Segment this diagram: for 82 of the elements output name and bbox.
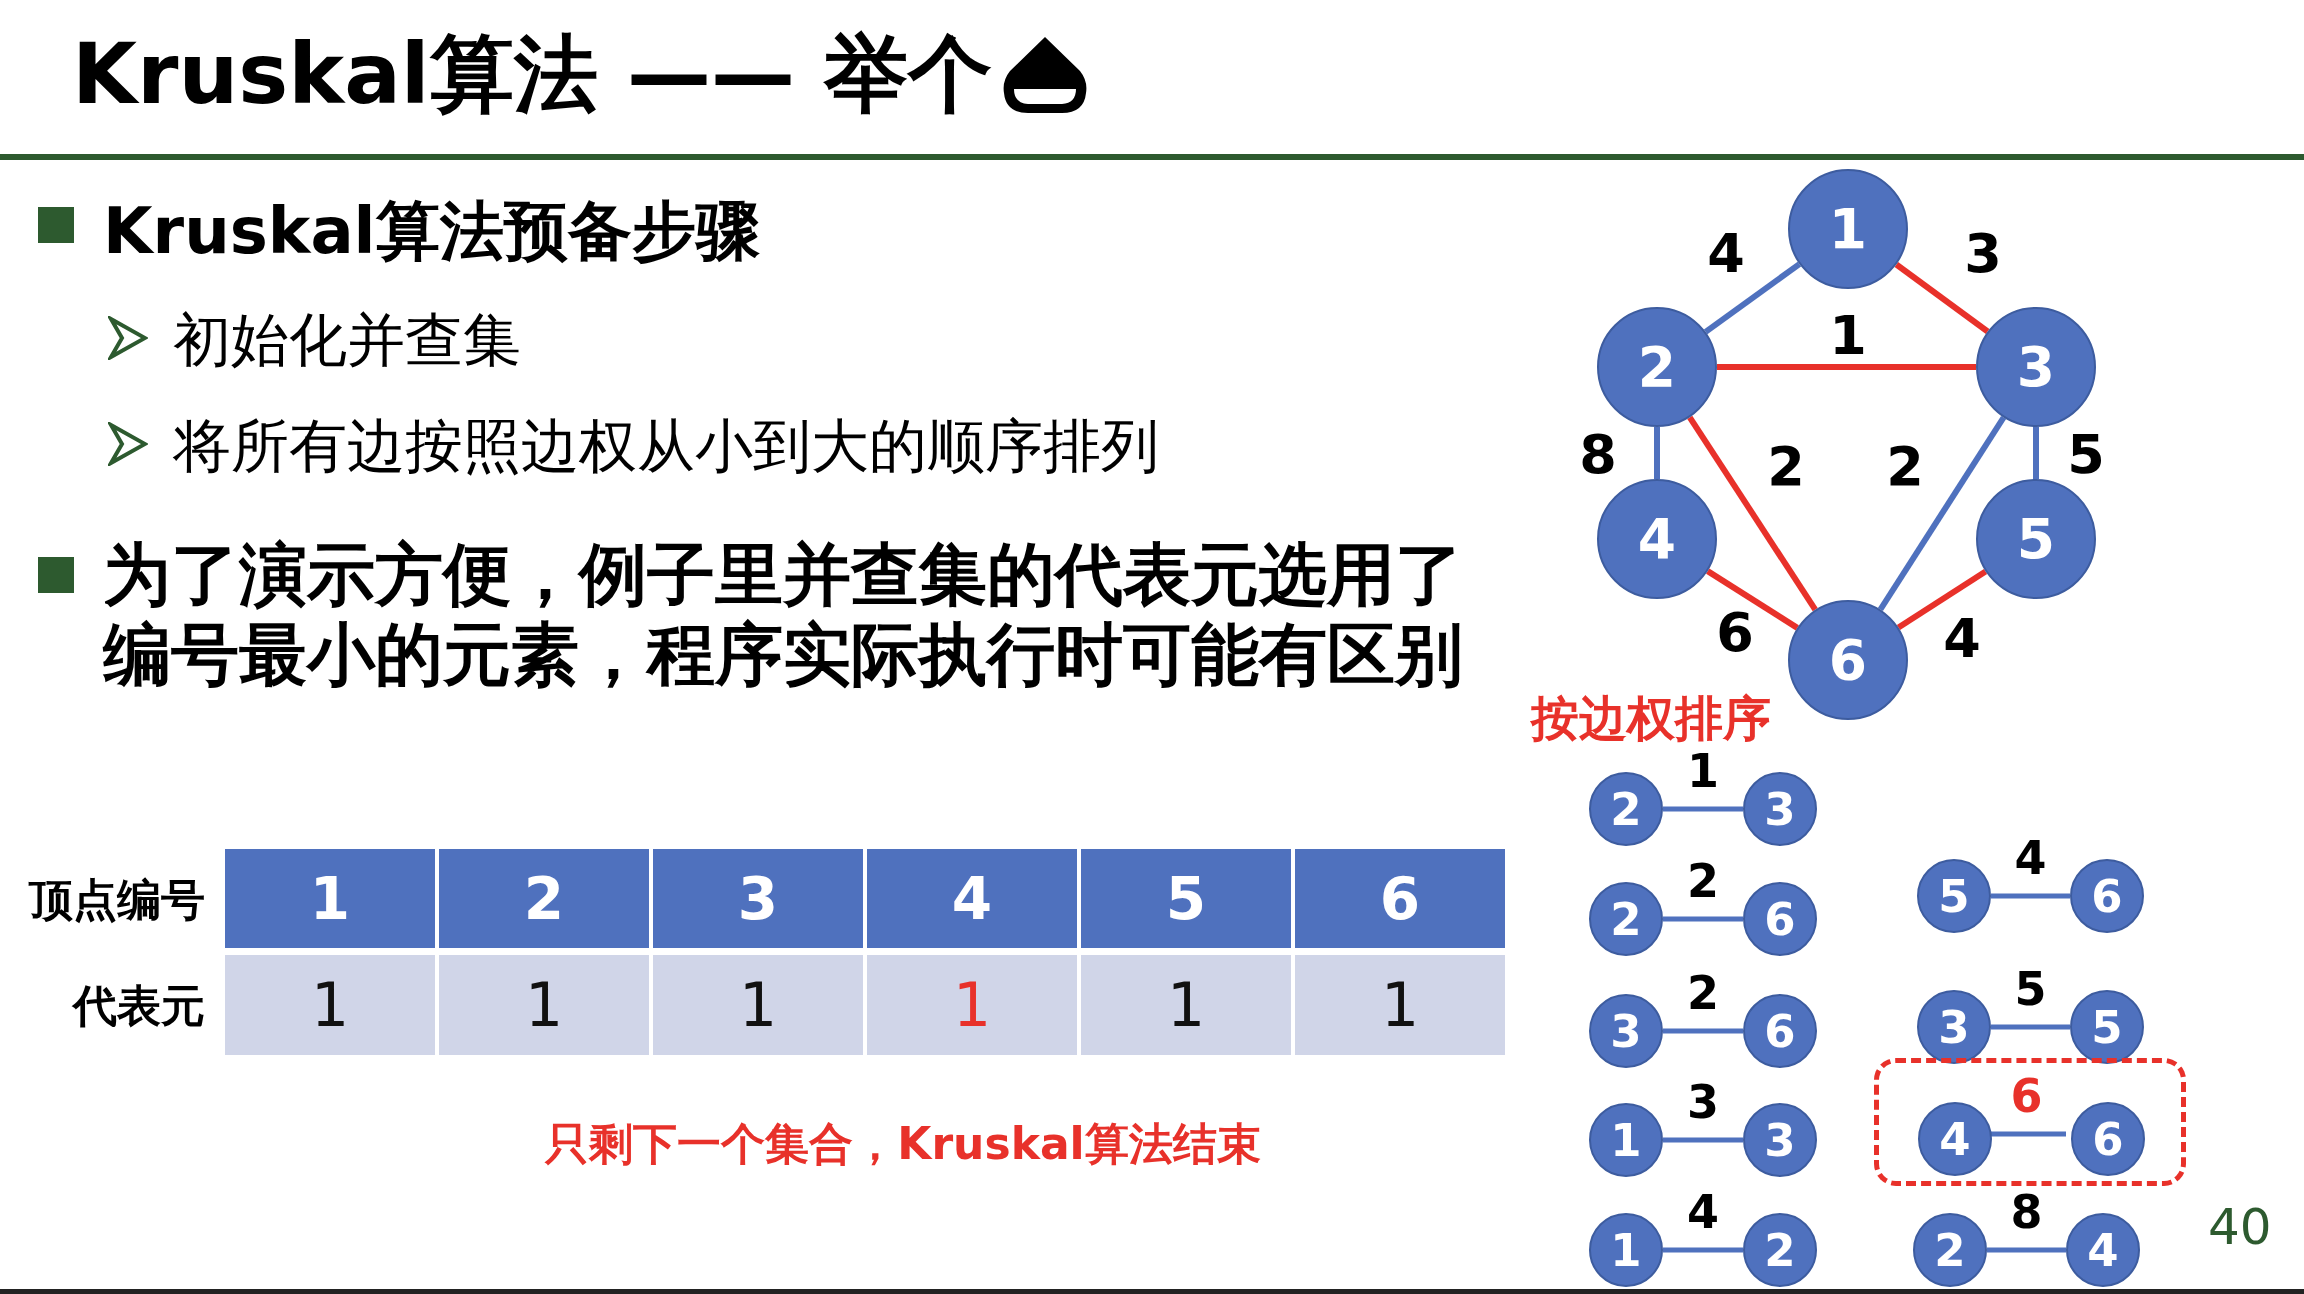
edge-line	[1663, 1137, 1743, 1143]
table-cell: 1	[1295, 955, 1505, 1055]
graph-vertex: 2	[1743, 1213, 1817, 1287]
edge-label: 3	[1964, 227, 2002, 281]
table-cell: 1	[867, 955, 1077, 1055]
highlight-box	[1874, 1058, 2186, 1186]
edge-label: 4	[1707, 227, 1745, 281]
graph-vertex: 5	[2070, 990, 2144, 1064]
edge-label: 1	[1687, 748, 1719, 794]
edge-label: 5	[2067, 428, 2105, 482]
row-label: 代表元	[73, 979, 205, 1033]
bullet-text: 初始化并查集	[173, 305, 521, 376]
graph-vertex: 3	[1743, 772, 1817, 846]
bullet-text: 将所有边按照边权从小到大的顺序排列	[173, 411, 1159, 482]
edge-line	[1654, 427, 1660, 479]
edge-label: 2	[1687, 970, 1719, 1016]
note-paragraph: 为了演示方便，例子里并查集的代表元选用了编号最小的元素，程序实际执行时可能有区别	[103, 535, 1464, 695]
graph-vertex: 3	[1976, 307, 2096, 427]
edge-label: 6	[2010, 1073, 2043, 1119]
graph-vertex: 6	[2070, 859, 2144, 933]
edge-label: 2	[1767, 440, 1805, 494]
edge-line	[1894, 262, 1990, 334]
slide-title: Kruskal算法 —— 举个	[72, 24, 993, 125]
edge-line	[1663, 1028, 1743, 1034]
page-number: 40	[2208, 1198, 2272, 1256]
table-header-cell: 5	[1081, 849, 1291, 948]
edge-line	[1877, 415, 2007, 612]
edge-label: 5	[2014, 966, 2047, 1012]
table-header-cell: 1	[225, 849, 435, 948]
graph-vertex: 2	[1589, 882, 1663, 956]
graph-vertex: 6	[2071, 1102, 2145, 1176]
table-header-cell: 6	[1295, 849, 1505, 948]
edge-line	[2033, 427, 2039, 479]
table-header-cell: 2	[439, 849, 649, 948]
edge-line	[1991, 1024, 2070, 1030]
edge-line	[1706, 568, 1799, 631]
edge-label: 6	[1716, 606, 1754, 660]
edge-line	[1896, 568, 1988, 631]
edge-label: 8	[1579, 428, 1617, 482]
edge-line	[1663, 916, 1743, 922]
graph-vertex: 1	[1589, 1213, 1663, 1287]
edge-label: 4	[2014, 835, 2047, 881]
table-cell: 1	[225, 955, 435, 1055]
edge-line	[1717, 364, 1976, 370]
graph-vertex: 5	[1976, 479, 2096, 599]
graph-vertex: 3	[1917, 990, 1991, 1064]
note-text: 按边权排序	[1531, 689, 1771, 748]
edge-label: 8	[2010, 1189, 2043, 1235]
table-cell: 1	[653, 955, 863, 1055]
note-text: 只剩下一个集合，Kruskal算法结束	[545, 1117, 1261, 1171]
graph-vertex: 6	[1743, 882, 1817, 956]
edge-label: 2	[1687, 858, 1719, 904]
edge-label: 2	[1886, 440, 1924, 494]
row-label: 顶点编号	[29, 872, 205, 927]
edge-label: 4	[1943, 612, 1981, 666]
graph-vertex: 4	[1597, 479, 1717, 599]
table-header-cell: 4	[867, 849, 1077, 948]
graph-vertex: 2	[1597, 307, 1717, 427]
graph-vertex: 1	[1589, 1103, 1663, 1177]
graph-vertex: 2	[1913, 1213, 1987, 1287]
edge-line	[1687, 415, 1818, 612]
edge-label: 1	[1829, 309, 1867, 363]
table-cell: 1	[439, 955, 649, 1055]
edge-label: 3	[1687, 1079, 1719, 1125]
graph-vertex: 4	[2066, 1213, 2140, 1287]
edge-line	[1703, 261, 1802, 335]
graph-vertex: 2	[1589, 772, 1663, 846]
graph-vertex: 1	[1788, 169, 1908, 289]
edge-label: 4	[1687, 1189, 1719, 1235]
graph-vertex: 3	[1743, 1103, 1817, 1177]
edge-line	[1663, 1247, 1743, 1253]
graph-vertex: 6	[1743, 994, 1817, 1068]
graph-vertex: 4	[1918, 1102, 1992, 1176]
graph-vertex: 6	[1788, 600, 1908, 720]
edge-line	[1987, 1247, 2066, 1253]
table-header-cell: 3	[653, 849, 863, 948]
edge-line	[1991, 893, 2070, 899]
table-cell: 1	[1081, 955, 1291, 1055]
edge-line	[1663, 806, 1743, 812]
graph-vertex: 5	[1917, 859, 1991, 933]
bullet-heading: Kruskal算法预备步骤	[103, 193, 760, 270]
graph-vertex: 3	[1589, 994, 1663, 1068]
